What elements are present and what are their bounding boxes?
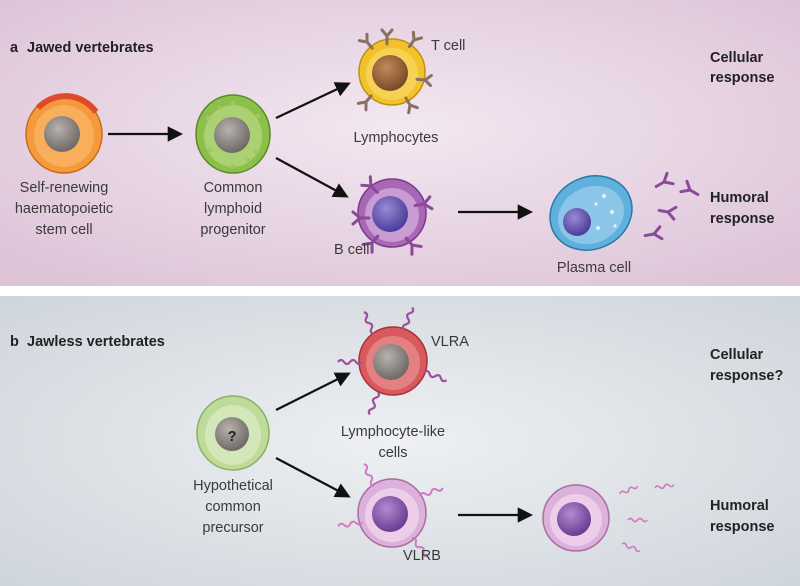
humoral-response-a-line1: Humoral [710, 190, 769, 206]
lymphocyte-like-label-line2: cells [378, 445, 407, 461]
stem-cell-label-line2: haematopoietic [15, 201, 113, 217]
humoral-response-a-line2: response [710, 211, 774, 227]
cellular-response-b-line1: Cellular [710, 347, 764, 363]
b-cell-label: B cell [334, 242, 369, 258]
plasma-cell [549, 175, 633, 251]
arrow-progenitor-to-b-cell [275, 157, 349, 198]
arrow-progenitor-to-t-cell [275, 82, 351, 119]
vlra-label: VLRA [431, 334, 469, 350]
vlrb-secreting-cell [542, 484, 610, 552]
arrow-precursor-to-vlra [275, 372, 351, 411]
panel-b-title: Jawless vertebrates [27, 334, 165, 350]
vlra-cell [336, 305, 449, 417]
stem-cell-label-line3: stem cell [35, 222, 92, 238]
panel-a-title: Jawed vertebrates [27, 40, 154, 56]
arrow-precursor-to-vlrb [275, 457, 351, 498]
humoral-response-b-line2: response [710, 519, 774, 535]
lymphocytes-label: Lymphocytes [354, 130, 439, 146]
stem-cell-label-line1: Self-renewing [20, 180, 109, 196]
humoral-response-b-line1: Humoral [710, 498, 769, 514]
stem-cell [25, 93, 103, 174]
vlrb-label: VLRB [403, 548, 441, 564]
precursor-label-line1: Hypothetical [193, 478, 273, 494]
t-cell [356, 28, 433, 115]
progenitor-label-line2: lymphoid [204, 201, 262, 217]
precursor-label-line3: precursor [202, 520, 263, 536]
progenitor-label-line1: Common [204, 180, 263, 196]
cellular-response-b-line2: response? [710, 368, 783, 384]
precursor-question-mark: ? [228, 429, 237, 445]
vlrb-cell [337, 462, 445, 559]
progenitor-cell [195, 94, 271, 174]
t-cell-label: T cell [431, 38, 465, 54]
b-cell [351, 175, 434, 256]
precursor-cell [196, 395, 270, 471]
lymphocyte-like-label-line1: Lymphocyte-like [341, 424, 445, 440]
plasma-cell-label: Plasma cell [557, 260, 631, 276]
cellular-response-a-line2: response [710, 70, 774, 86]
panel-a-letter: a [10, 40, 19, 56]
progenitor-label-line3: progenitor [200, 222, 265, 238]
cellular-response-a-line1: Cellular [710, 50, 764, 66]
panel-b-letter: b [10, 334, 19, 350]
precursor-label-line2: common [205, 499, 261, 515]
